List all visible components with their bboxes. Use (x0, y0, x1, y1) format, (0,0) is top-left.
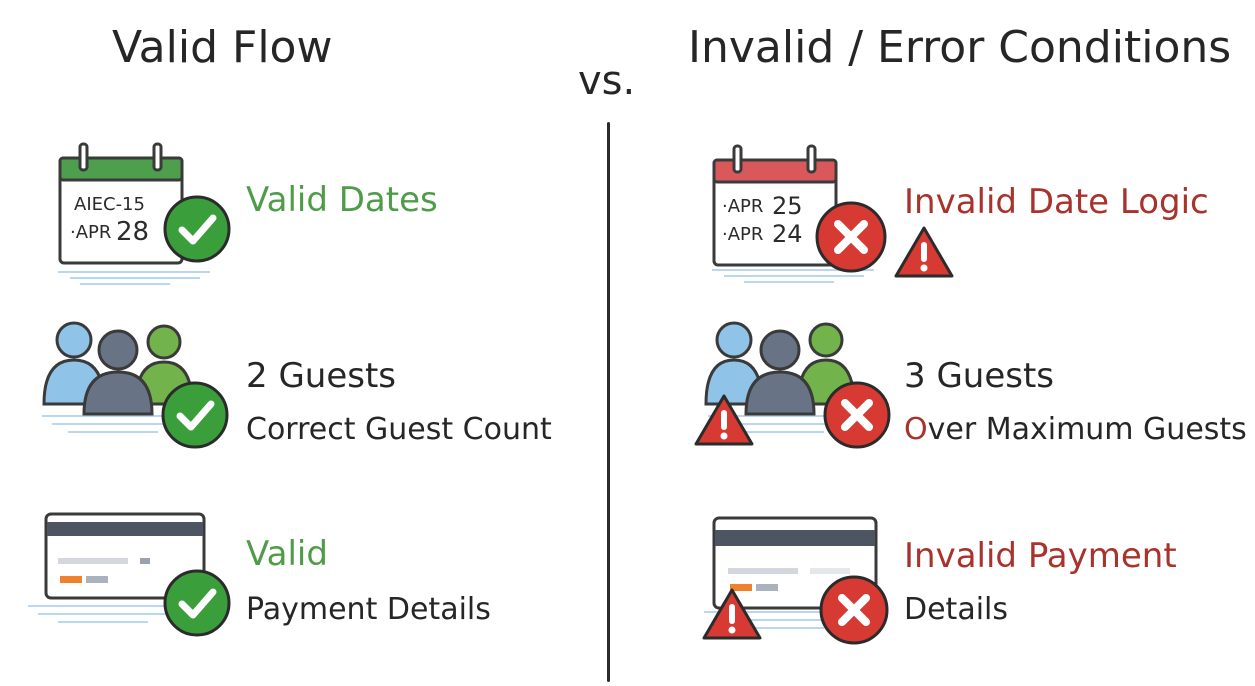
valid-payment-line2: Payment Details (246, 592, 491, 627)
invalid-guests-people-icon (704, 318, 904, 448)
valid-guests-check-icon (160, 380, 230, 454)
invalid-payment-line1: Invalid Payment (904, 536, 1177, 576)
valid-payment-line1: Valid (246, 534, 328, 574)
valid-guest-count: 2 Guests (246, 356, 397, 396)
invalid-guest-status-rest: ver Maximum Guests (927, 412, 1247, 447)
valid-calendar-line2-prefix: ·APR (70, 222, 111, 243)
column-divider (607, 122, 610, 682)
invalid-dates-x-icon (814, 200, 888, 278)
valid-payment-card-icon (28, 508, 228, 628)
valid-dates-check-icon (162, 194, 232, 268)
valid-dates-label: Valid Dates (246, 180, 438, 220)
invalid-calendar-line2-prefix: ·APR (722, 224, 763, 245)
invalid-payment-x-icon (818, 574, 890, 650)
invalid-guests-warning-icon (692, 392, 756, 452)
invalid-dates-warning-icon (892, 224, 956, 284)
valid-calendar-line2-day: 28 (116, 217, 149, 247)
invalid-payment-line2: Details (904, 592, 1009, 627)
valid-calendar-line1: AIEC-15 (74, 194, 145, 215)
invalid-guests-x-icon (822, 380, 892, 454)
invalid-calendar-line1-prefix: ·APR (722, 196, 763, 217)
invalid-calendar-line1-day: 25 (772, 192, 803, 220)
invalid-guest-status-first: O (904, 412, 928, 447)
invalid-guest-status: Over Maximum Guests (904, 412, 1247, 447)
invalid-payment-warning-icon (700, 586, 764, 646)
invalid-dates-calendar-icon: ·APR 25 ·APR 24 (704, 142, 894, 292)
invalid-guest-count: 3 Guests (904, 356, 1055, 396)
invalid-calendar-line2-day: 24 (772, 220, 803, 248)
invalid-conditions-heading: Invalid / Error Conditions (688, 22, 1232, 73)
valid-payment-check-icon (162, 568, 232, 642)
valid-flow-heading: Valid Flow (112, 22, 333, 73)
invalid-dates-label: Invalid Date Logic (904, 182, 1209, 222)
vs-label: vs. (578, 58, 636, 104)
valid-guest-status: Correct Guest Count (246, 412, 552, 447)
valid-guests-people-icon (38, 318, 238, 448)
